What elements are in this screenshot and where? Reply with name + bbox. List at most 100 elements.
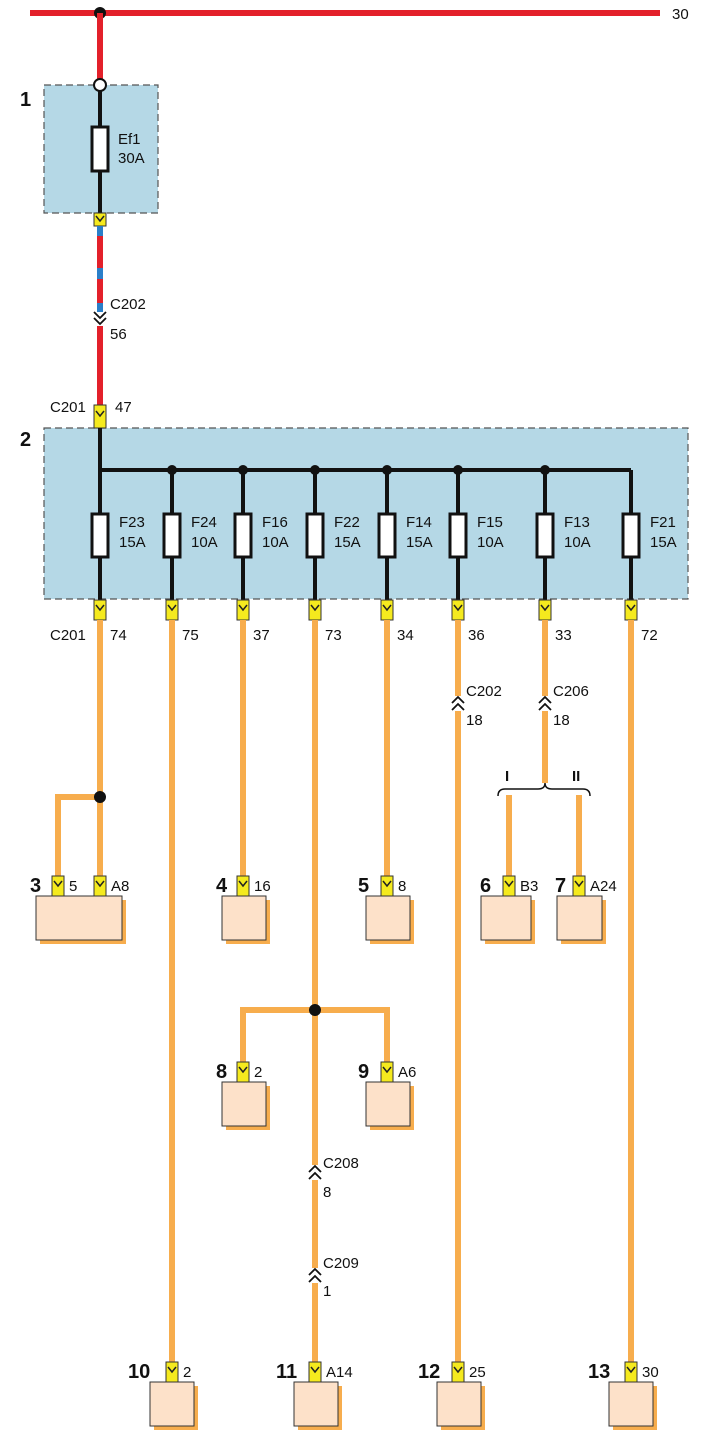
connector-c202-mid-name: C202 [466,683,502,700]
component-pin-label: 2 [254,1064,262,1081]
connector-c201-in-name: C201 [50,399,86,416]
component-pin [502,875,516,897]
fuse-group: F23 15A 74 F24 10A 75 F16 10A 37 F22 15A 73 F1415A34… [90,465,677,644]
fuse-rating: 15A [334,534,361,551]
fuse-id: F23 [119,514,145,531]
component-pin-label: 25 [469,1364,486,1381]
component-number: 5 [358,875,369,897]
connector-c206-symbol [538,695,552,711]
component-number: 4 [216,875,228,897]
component-number: 12 [418,1361,440,1383]
module-1-terminal [93,78,107,92]
fuse-symbol [305,512,325,559]
module-1-output-pin [93,212,107,227]
fuse-rating: 15A [119,534,146,551]
fuse-rating: 15A [406,534,433,551]
fuse-id: F22 [334,514,360,531]
connector-c208-symbol [308,1164,322,1180]
fuse-rating: 10A [191,534,218,551]
connector-c206-pin: 18 [553,712,570,729]
component-body [608,1381,654,1427]
component-body [221,895,267,941]
fuse-symbol [448,512,468,559]
component-body [436,1381,482,1427]
component-pin-label: A14 [326,1364,353,1381]
fuse-rating: 10A [564,534,591,551]
fuse-id: F16 [262,514,288,531]
component-number: 13 [588,1361,610,1383]
component-pin-label: 2 [183,1364,191,1381]
component-pin-label: A6 [398,1064,416,1081]
fuse-symbol [90,512,110,559]
component-pin-label: B3 [520,878,538,895]
junction-f23 [94,791,106,803]
connector-c209-pin: 1 [323,1283,331,1300]
wire-f23-branch [55,794,100,876]
fuse-connector-pin: 74 [110,627,127,644]
fuse-connector-pin: 37 [253,627,270,644]
fuse-output-pin [165,599,179,621]
connector-c202-mid-symbol [451,695,465,711]
component-pin [624,1361,638,1383]
variant-brace [497,782,591,797]
component-number: 9 [358,1061,369,1083]
fuse-rating: 10A [262,534,289,551]
component-number: 8 [216,1061,227,1083]
component-body [293,1381,339,1427]
component-pin [308,1361,322,1383]
fuse-ef1-rating: 30A [118,150,145,167]
fuse-connector-pin: 73 [325,627,342,644]
fuse-output-pin [93,599,107,621]
connector-c202-top-symbol [93,311,107,326]
component-pin [93,875,107,897]
component-pin [451,1361,465,1383]
component-pin-label: 8 [398,878,406,895]
fuse-id: F21 [650,514,676,531]
component-body [365,1081,411,1127]
component-pin-label: 16 [254,878,271,895]
component-pin [51,875,65,897]
connector-c206-name: C206 [553,683,589,700]
component-number: 7 [555,875,566,897]
connector-c202-top-name: C202 [110,296,146,313]
component-pin [165,1361,179,1383]
fuse-output-pin [236,599,250,621]
component-pin [380,1061,394,1083]
component-6: B36 [480,875,538,944]
fuse-box-1-number: 1 [20,89,31,111]
fuse-id: F13 [564,514,590,531]
fuse-connector-pin: 75 [182,627,199,644]
fuse-id: F24 [191,514,217,531]
component-12: 25 12 [418,1361,486,1430]
component-pin [236,875,250,897]
fuse-f13: F13 10A 33 [535,465,591,644]
fuse-symbol [621,512,641,559]
terminal-30-label: 30 [672,6,689,23]
fuse-symbol [162,512,182,559]
component-number: 11 [276,1361,297,1383]
fuse-ef1-symbol [90,125,110,173]
component-pin-label: 30 [642,1364,659,1381]
component-body [149,1381,195,1427]
component-4: 16 4 [216,875,271,944]
component-8: 28 [216,1061,270,1130]
component-body [556,895,603,941]
fuse-ef1-id: Ef1 [118,131,141,148]
fuse-id: F15 [477,514,503,531]
fuse-output-pin [624,599,638,621]
component-body [365,895,411,941]
fuse-connector-pin: 33 [555,627,572,644]
connector-c208-pin: 8 [323,1184,331,1201]
connector-c202-mid-pin: 18 [466,712,483,729]
component-number: 10 [128,1361,150,1383]
fuse-f22: F22 15A 73 [305,465,361,644]
fuse-f23: F23 15A 74 [90,470,146,644]
component-pin-label: A8 [111,878,129,895]
connector-c202-top-pin: 56 [110,326,127,343]
component-13: 30 13 [588,1361,659,1430]
